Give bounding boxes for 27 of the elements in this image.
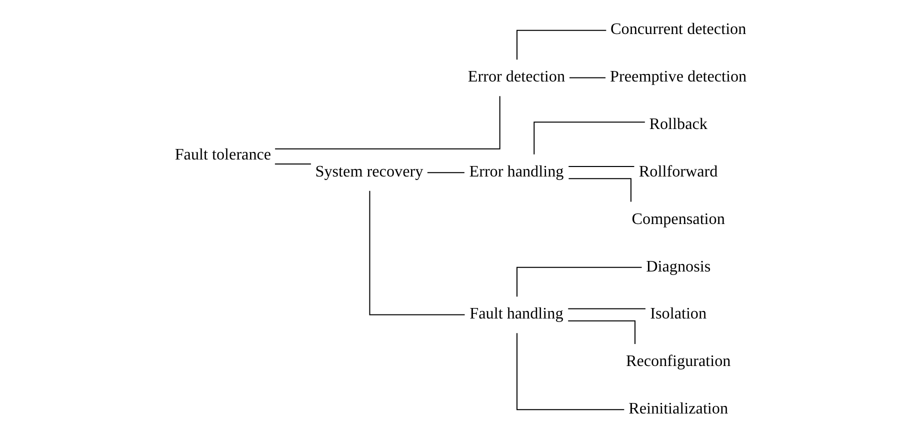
connector xyxy=(368,190,464,316)
node-text: Reinitialization xyxy=(628,400,728,418)
node-text: Diagnosis xyxy=(646,258,710,276)
connector xyxy=(516,266,642,297)
node-text: Fault handling xyxy=(469,306,563,323)
connector xyxy=(568,166,634,168)
connector xyxy=(533,122,644,154)
node-text: Error handling xyxy=(468,163,564,180)
node-text: Rollback xyxy=(648,116,707,134)
node-text: System recovery xyxy=(314,163,423,180)
connector xyxy=(568,178,631,202)
node-text: Preemptive detection xyxy=(610,68,746,86)
connector xyxy=(274,164,310,165)
node-text: Fault tolerance xyxy=(174,146,271,164)
connector xyxy=(568,77,606,78)
connector xyxy=(426,172,464,174)
connector xyxy=(568,308,645,310)
node-text: Isolation xyxy=(650,306,706,323)
node-text: Error detection xyxy=(467,68,565,86)
node-text: Reconfiguration xyxy=(625,353,730,370)
node-text: Compensation xyxy=(631,210,724,228)
connector xyxy=(516,30,606,60)
node-text: Concurrent detection xyxy=(610,21,746,38)
node-text: Rollforward xyxy=(638,163,718,180)
connector xyxy=(274,96,500,150)
connector xyxy=(568,320,635,344)
connector xyxy=(516,333,624,410)
